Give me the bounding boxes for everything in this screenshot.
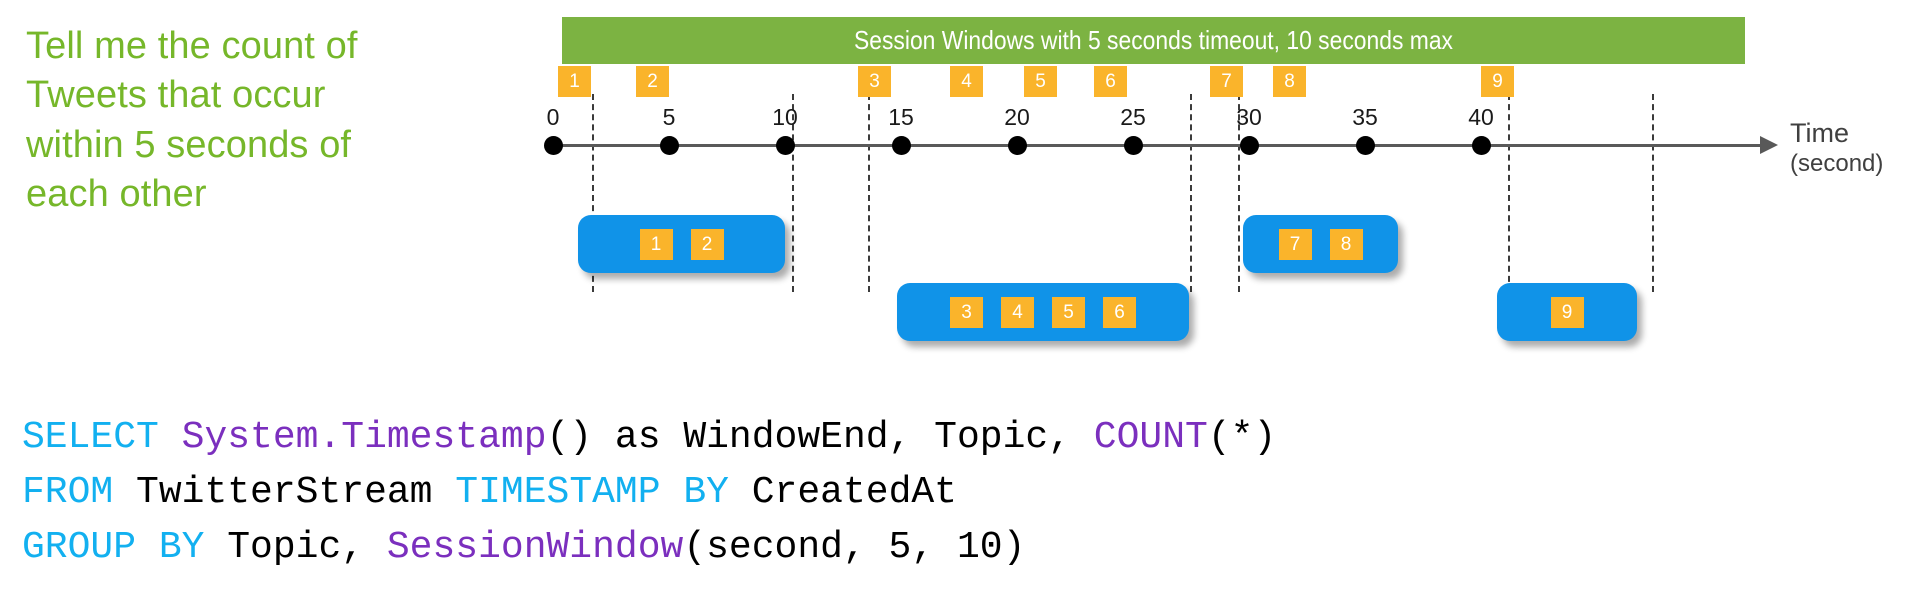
timeline-tick-label-30: 30 <box>1236 104 1262 130</box>
session-window-4: 9 <box>1497 283 1637 341</box>
timeline-tick-label-25: 25 <box>1120 104 1146 130</box>
dashed-guide-line-1 <box>592 94 594 292</box>
timeline-tick-label-5: 5 <box>662 104 676 130</box>
window-event-marker-6: 6 <box>1103 296 1136 328</box>
event-marker-4: 4 <box>950 66 983 97</box>
session-window-diagram: Session Windows with 5 seconds timeout, … <box>543 17 1884 341</box>
dashed-guide-line-4 <box>1190 94 1192 292</box>
window-event-marker-2: 2 <box>690 228 724 260</box>
timeline-dot-5 <box>659 136 679 155</box>
sql-query-block: SELECT System.Timestamp() as WindowEnd, … <box>22 410 1276 575</box>
window-event-marker-1: 1 <box>639 228 673 260</box>
window-event-marker-4: 4 <box>1001 296 1034 328</box>
time-axis-sublabel: (second) <box>1790 150 1884 177</box>
prompt-text: Tell me the count of Tweets that occur w… <box>26 25 358 216</box>
event-marker-5: 5 <box>1024 66 1057 97</box>
sql-line-3: GROUP BY Topic, SessionWindow(second, 5,… <box>22 520 1276 575</box>
timeline-tick-label-20: 20 <box>1004 104 1030 130</box>
event-marker-7: 7 <box>1210 66 1243 97</box>
event-marker-1: 1 <box>558 66 591 97</box>
dashed-guide-line-6 <box>1508 94 1510 292</box>
timeline-tick-label-35: 35 <box>1352 104 1378 130</box>
timeline-tick-label-0: 0 <box>546 104 560 130</box>
timeline-axis <box>548 144 1764 147</box>
window-event-marker-8: 8 <box>1329 228 1363 260</box>
session-banner-label: Session Windows with 5 seconds timeout, … <box>853 25 1453 55</box>
event-marker-3: 3 <box>858 66 891 97</box>
dashed-guide-line-7 <box>1652 94 1654 292</box>
timeline-dot-25 <box>1123 136 1143 155</box>
timeline-tick-label-40: 40 <box>1468 104 1494 130</box>
sql-token: FROM <box>22 471 137 514</box>
sql-token: () as WindowEnd, Topic, <box>546 416 1094 459</box>
timeline-dot-20 <box>1007 136 1027 155</box>
sql-token: TwitterStream <box>136 471 456 514</box>
sql-token: (*) <box>1207 416 1277 459</box>
sql-token: Topic, <box>227 526 387 569</box>
window-event-marker-7: 7 <box>1278 228 1312 260</box>
timeline-dot-35 <box>1355 136 1375 155</box>
sql-token: TIMESTAMP BY <box>455 471 752 514</box>
timeline-tick-label-10: 10 <box>772 104 798 130</box>
dashed-guide-line-2 <box>792 94 794 292</box>
dashed-guide-line-5 <box>1238 94 1240 292</box>
timeline-dot-15 <box>891 136 911 155</box>
event-marker-9: 9 <box>1481 66 1514 97</box>
timeline-dot-0 <box>543 136 563 155</box>
window-event-marker-5: 5 <box>1052 296 1085 328</box>
sql-token: GROUP BY <box>22 526 228 569</box>
window-event-marker-3: 3 <box>950 296 983 328</box>
sql-token: SessionWindow <box>386 526 684 569</box>
window-event-marker-9: 9 <box>1550 296 1584 328</box>
dashed-guide-line-3 <box>868 94 870 292</box>
timeline-dot-40 <box>1471 136 1491 155</box>
sql-token: System.Timestamp <box>181 416 547 459</box>
event-marker-8: 8 <box>1273 66 1306 97</box>
session-banner: Session Windows with 5 seconds timeout, … <box>562 17 1745 64</box>
sql-line-1: SELECT System.Timestamp() as WindowEnd, … <box>22 410 1276 465</box>
sql-token: SELECT <box>22 416 182 459</box>
time-axis-label: Time <box>1790 118 1849 148</box>
sql-line-2: FROM TwitterStream TIMESTAMP BY CreatedA… <box>22 465 1276 520</box>
timeline-arrow-icon <box>1760 136 1778 154</box>
event-marker-2: 2 <box>636 66 669 97</box>
session-window-marker-row: 9 <box>1497 283 1637 341</box>
event-marker-6: 6 <box>1094 66 1127 97</box>
sql-token: COUNT <box>1093 416 1208 459</box>
sql-token: (second, 5, 10) <box>683 526 1026 569</box>
timeline-dot-10 <box>775 136 795 155</box>
timeline-tick-label-15: 15 <box>888 104 914 130</box>
timeline-dot-30 <box>1239 136 1259 155</box>
sql-token: CreatedAt <box>751 471 957 514</box>
